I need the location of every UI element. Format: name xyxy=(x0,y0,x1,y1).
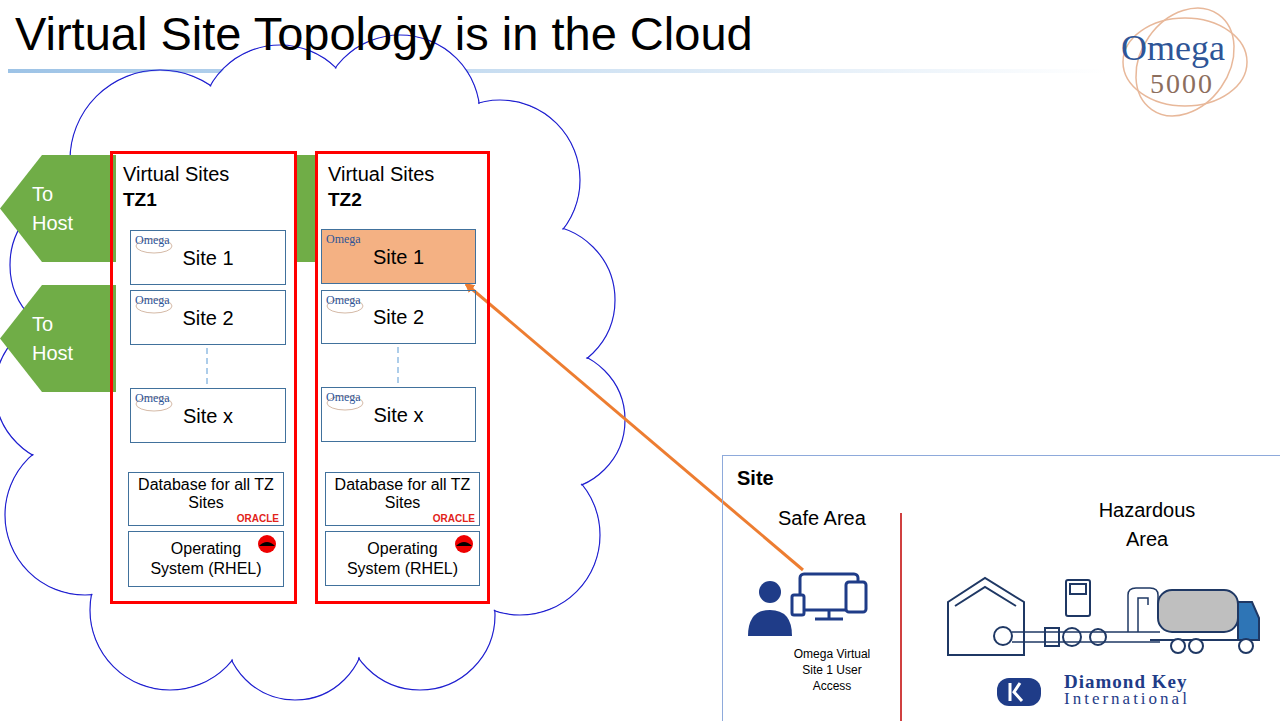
os-node: Operating System (RHEL) xyxy=(128,531,284,587)
cloud-outline xyxy=(0,35,625,700)
mini-logo-text: Omega xyxy=(135,392,170,405)
site-name: Site x xyxy=(183,404,233,428)
tz-ground xyxy=(110,151,297,604)
site-name: Site 1 xyxy=(373,245,424,269)
db-node: Database for all TZ SitesORACLE xyxy=(128,472,284,526)
host-label: To Host xyxy=(32,310,92,368)
mini-logo-text: Omega xyxy=(135,234,170,247)
tz-ground xyxy=(315,151,490,604)
redhat-icon xyxy=(258,535,473,553)
db-node: Database for all TZ SitesORACLE xyxy=(325,472,480,526)
continuation-dash xyxy=(398,347,399,385)
company-name: International xyxy=(1064,690,1190,708)
logo-number: 5000 xyxy=(1150,68,1214,100)
host-arrow-fill xyxy=(0,285,116,392)
area-label: Safe Area xyxy=(778,506,866,530)
site-name: Site 2 xyxy=(182,306,233,330)
host-arrow-fill xyxy=(0,155,116,262)
group-heading: Virtual Sites xyxy=(328,162,434,186)
company-name: Diamond Key xyxy=(1064,672,1187,692)
site-node: OmegaSite 1 xyxy=(321,229,476,284)
dk-logo-mark xyxy=(997,678,1041,706)
mini-logo-text: Omega xyxy=(326,391,361,404)
host-node: To Host xyxy=(0,285,116,392)
user-icon xyxy=(748,581,792,636)
continuation-dash xyxy=(207,348,208,386)
panel-heading: Site xyxy=(737,466,774,490)
host-arrow-shape xyxy=(0,285,116,392)
mini-logo-text: Omega xyxy=(326,294,361,307)
fuel-illustration xyxy=(948,578,1259,655)
tz-node: Virtual SitesTZ1OmegaSite 1OmegaSite 2Om… xyxy=(110,151,297,604)
site-name: Site x xyxy=(373,403,423,427)
site-node: OmegaSite x xyxy=(321,387,476,442)
os-label: Operating System (RHEL) xyxy=(149,539,264,579)
mini-logo-text: Omega xyxy=(326,233,361,246)
mini-logo-text: Omega xyxy=(135,294,170,307)
area-divider xyxy=(900,513,902,721)
slide-title: Virtual Site Topology is in the Cloud xyxy=(15,4,753,64)
group-id: TZ1 xyxy=(123,188,157,212)
site-name: Site 1 xyxy=(182,246,233,270)
site-node: OmegaSite 1 xyxy=(130,230,286,285)
oracle-logo: ORACLE xyxy=(433,513,475,524)
area-label: Hazardous Area xyxy=(1085,496,1209,554)
user-access-label: Omega Virtual Site 1 User Access xyxy=(787,646,877,694)
site-node: OmegaSite 2 xyxy=(321,290,476,344)
user-node: Omega Virtual Site 1 User Access xyxy=(745,570,875,702)
panel-node: SiteOmega Virtual Site 1 User Access xyxy=(722,455,1280,721)
logo-text: Omega xyxy=(1121,28,1225,68)
host-node: To Host xyxy=(0,155,116,262)
devices-icon xyxy=(792,574,866,619)
access-arrow xyxy=(466,284,803,570)
site-name: Site 2 xyxy=(373,305,424,329)
db-label: Database for all TZ Sites xyxy=(326,473,479,512)
group-heading: Virtual Sites xyxy=(123,162,229,186)
cloud-fill xyxy=(0,36,624,699)
site-node: OmegaSite x xyxy=(130,388,286,443)
site-node: OmegaSite 2 xyxy=(130,290,286,345)
db-label: Database for all TZ Sites xyxy=(129,473,283,512)
host-label: To Host xyxy=(32,180,92,238)
host-arrow-shape xyxy=(0,155,116,262)
group-id: TZ2 xyxy=(328,188,362,212)
os-label: Operating System (RHEL) xyxy=(345,539,460,579)
omega-orbit xyxy=(1116,0,1255,135)
tz-node: Virtual SitesTZ2OmegaSite 1OmegaSite 2Om… xyxy=(315,151,490,604)
oracle-logo: ORACLE xyxy=(237,513,279,524)
os-node: Operating System (RHEL) xyxy=(325,531,480,586)
